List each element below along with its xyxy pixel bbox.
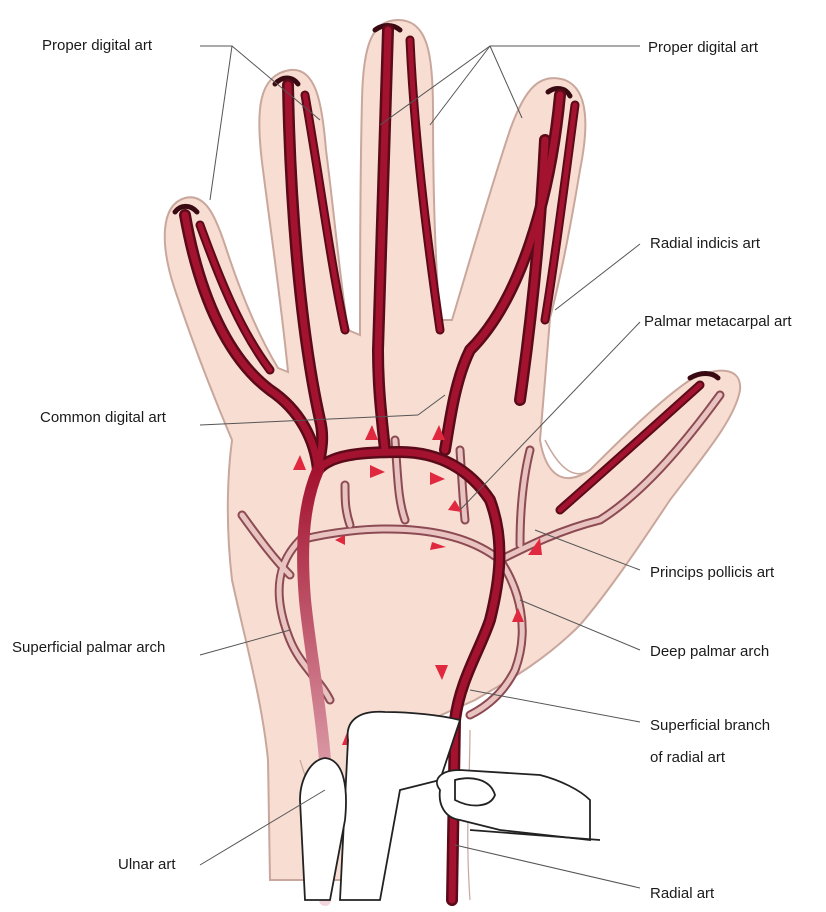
label-palmar-metacarpal: Palmar metacarpal art xyxy=(644,312,792,332)
label-radial: Radial art xyxy=(650,884,714,904)
label-princeps-pollicis: Princips pollicis art xyxy=(650,563,774,583)
label-common-digital: Common digital art xyxy=(40,408,166,428)
label-superficial-branch-line2: of radial art xyxy=(650,748,725,768)
label-ulnar: Ulnar art xyxy=(118,855,176,875)
label-superficial-palmar-arch: Superficial palmar arch xyxy=(12,638,165,658)
label-radial-indicis: Radial indicis art xyxy=(650,234,760,254)
label-proper-digital-right: Proper digital art xyxy=(648,38,758,58)
label-superficial-branch-line1: Superficial branch xyxy=(650,716,770,736)
label-deep-palmar-arch: Deep palmar arch xyxy=(650,642,769,662)
label-proper-digital-left: Proper digital art xyxy=(42,36,152,56)
